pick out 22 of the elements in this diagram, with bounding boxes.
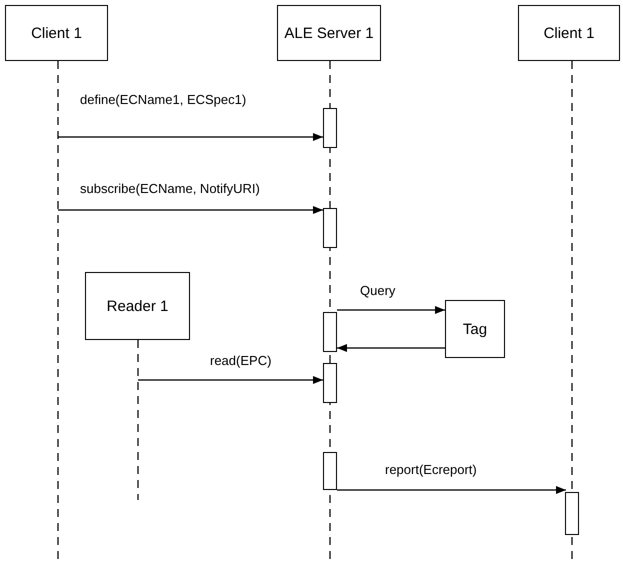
participant-box: ALE Server 1	[277, 5, 381, 61]
message-label: subscribe(ECName, NotifyURI)	[78, 181, 262, 196]
activation-bar	[323, 208, 337, 248]
message-label: define(ECName1, ECSpec1)	[78, 92, 248, 107]
participant-box: Client 1	[518, 5, 620, 61]
message-arrow	[138, 376, 323, 384]
message-arrow	[337, 306, 445, 314]
activation-bar	[323, 312, 337, 352]
message-label: read(EPC)	[208, 353, 274, 368]
object-box: Tag	[445, 300, 505, 358]
message-label: Query	[358, 283, 398, 298]
participant-box: Client 1	[5, 5, 108, 61]
message-arrow	[337, 486, 566, 494]
message-label: report(Ecreport)	[383, 462, 479, 477]
activation-bar	[323, 363, 337, 403]
message-arrow	[337, 344, 445, 352]
activation-bar	[323, 452, 337, 490]
activation-bar	[565, 492, 579, 535]
activation-bar	[323, 108, 337, 148]
message-arrow	[58, 133, 323, 141]
object-box: Reader 1	[85, 272, 190, 340]
message-arrow	[58, 206, 323, 214]
